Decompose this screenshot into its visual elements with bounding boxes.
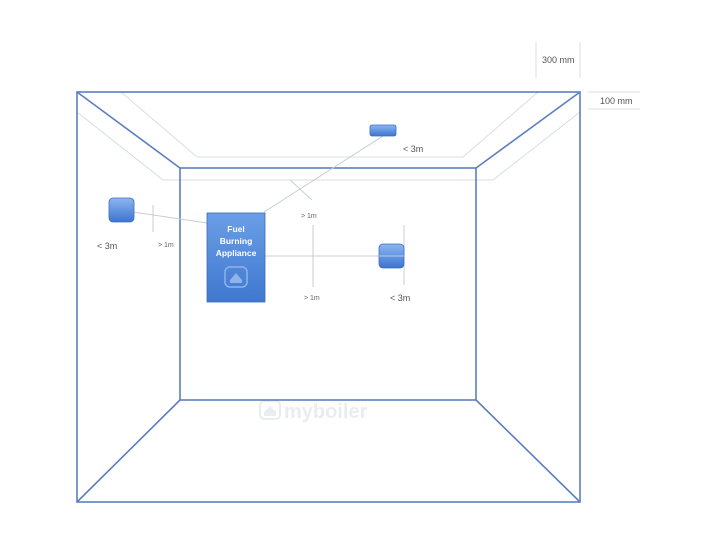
labels: 300 mm 100 mm < 3m < 3m > 1m > 1m > 1m <…: [97, 55, 633, 303]
lower-clearance-label: > 1m: [304, 295, 320, 302]
guide-lines: [76, 42, 640, 181]
house-icon: [259, 400, 281, 420]
watermark: myboiler: [259, 400, 368, 423]
upper-clearance-label: > 1m: [301, 213, 317, 220]
appliance-label-line3: Appliance: [216, 248, 257, 258]
left-detector-height: > 1m: [158, 242, 174, 249]
left-detector-distance: < 3m: [97, 241, 117, 251]
watermark-text: myboiler: [284, 401, 368, 423]
ceiling-detector-distance: < 3m: [403, 144, 423, 154]
right-detector-distance: < 3m: [390, 293, 410, 303]
connectors: [132, 135, 405, 287]
detector-right: [378, 243, 405, 269]
detector-ceiling: [369, 124, 397, 137]
wall-gap-label: 100 mm: [600, 96, 633, 106]
appliance-label-line2: Burning: [220, 236, 253, 246]
ceiling-gap-label: 300 mm: [542, 55, 575, 65]
flame-icon: [224, 266, 248, 288]
detector-left-wall: [108, 197, 135, 223]
appliance-label-line1: Fuel: [227, 224, 244, 234]
fuel-burning-appliance: Fuel Burning Appliance: [206, 212, 266, 303]
room-outline: [76, 91, 581, 503]
